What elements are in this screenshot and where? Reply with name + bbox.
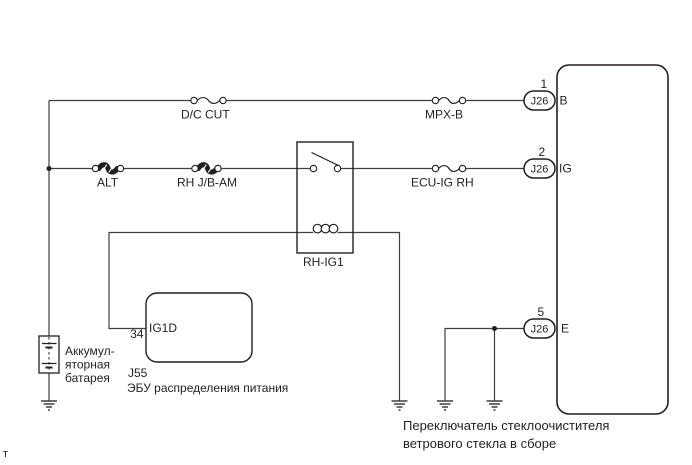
ecu-code: J55 [128, 366, 148, 380]
battery-label: Аккумул- яторная батарея [65, 344, 115, 385]
wire-e-ground [444, 327, 525, 401]
ground-battery-icon [41, 400, 57, 411]
pin5-number: 5 [538, 305, 545, 319]
pin1-number: 1 [541, 77, 548, 91]
battery-symbol [38, 335, 60, 374]
pin1-terminal: B [560, 94, 568, 108]
pin5-terminal: E [561, 322, 569, 336]
fuse-mpx-b-label: MPX-B [425, 108, 463, 122]
junction-dot-battery [46, 166, 52, 171]
pin2-terminal: IG [559, 162, 572, 176]
ecu-name: ЭБУ распределения питания [127, 381, 288, 395]
relay-switch-contact-right [333, 164, 342, 173]
fusible-link-alt-label: ALT [97, 176, 119, 190]
fuse-ecu-ig-rh-label: ECU-IG RH [411, 176, 474, 190]
relay-coil-icon [312, 223, 339, 234]
wiper-switch-caption-line1: Переключатель стеклоочистителя [403, 418, 609, 433]
ground-switch-1-icon [437, 400, 453, 411]
relay-label: RH-IG1 [303, 255, 344, 269]
pin5-connector-code: J26 [531, 324, 549, 336]
fuse-ecu-ig-rh: ECU-IG RH [411, 164, 474, 190]
relay-switch-contact-left [309, 164, 318, 173]
pin2-number: 2 [539, 145, 546, 159]
wiper-switch-caption: Переключатель стеклоочистителя ветрового… [403, 418, 609, 451]
wire-relay-coil-right [337, 231, 401, 401]
fuse-dc-cut-label: D/C CUT [181, 108, 230, 122]
footnote-mark: т [3, 448, 8, 460]
wiper-switch-box [556, 64, 669, 415]
ecu-j55-box: 34 IG1D J55 ЭБУ распределения питания [127, 292, 288, 395]
relay-rh-ig1: RH-IG1 [296, 141, 354, 269]
ground-switch-2-icon [486, 400, 503, 411]
fusible-link-rh-jb-am-label: RH J/B-AM [177, 176, 237, 190]
connector-j26-pin2: 2 J26 IG [523, 145, 572, 179]
fuse-dc-cut: D/C CUT [181, 96, 230, 122]
battery-label-line1: Аккумул- [65, 344, 115, 358]
fusible-link-alt: ALT [91, 162, 125, 190]
battery-label-line2: яторная [65, 358, 110, 372]
ground-relay-coil-icon [391, 400, 408, 411]
junction-dot-e-wire [492, 326, 497, 331]
relay-switch-blade [311, 151, 339, 167]
battery-label-line3: батарея [65, 371, 110, 385]
connector-j26-pin5: 5 J26 E [523, 305, 569, 339]
fuse-mpx-b: MPX-B [425, 96, 467, 122]
pin1-connector-code: J26 [531, 96, 549, 108]
ground-symbols [41, 400, 503, 411]
wiper-switch-caption-line2: ветрового стекла в сборе [403, 436, 556, 451]
pin2-connector-code: J26 [531, 164, 549, 176]
wire-relay-coil-left [108, 231, 314, 330]
ecu-pin-number: 34 [130, 327, 144, 341]
wires [48, 99, 525, 401]
ecu-pin-name: IG1D [149, 321, 177, 335]
fusible-link-rh-jb-am: RH J/B-AM [177, 162, 237, 190]
connector-j26-pin1: 1 J26 B [523, 77, 568, 111]
